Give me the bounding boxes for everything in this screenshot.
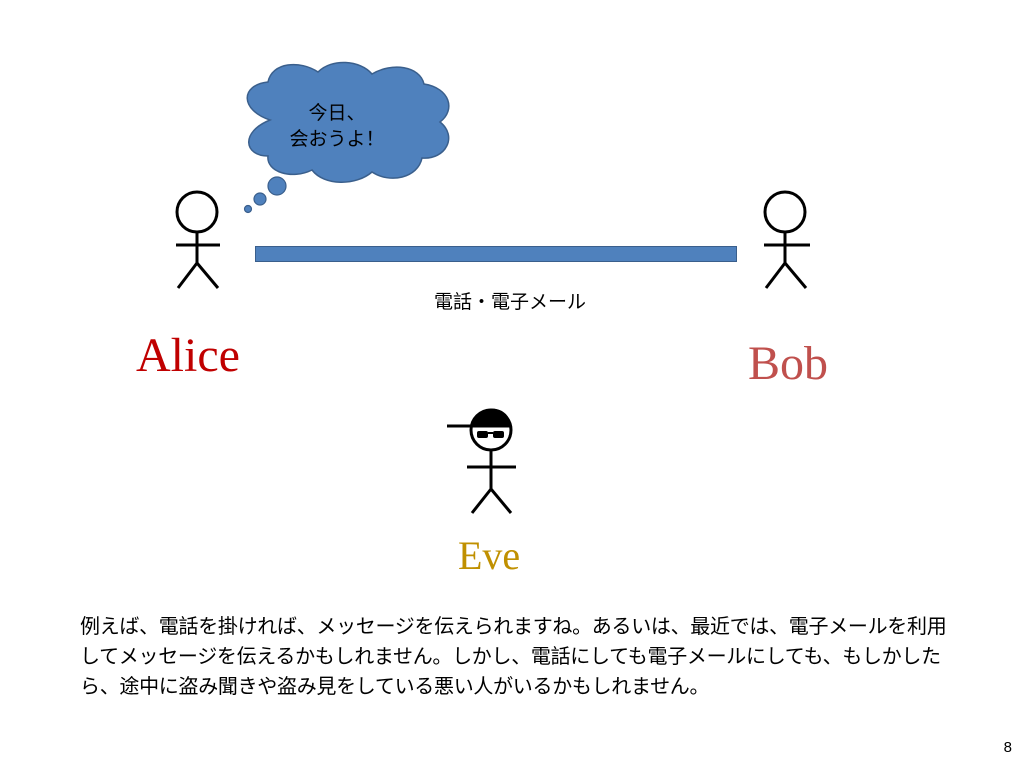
communication-channel-bar (255, 246, 737, 262)
thought-bubble-text: 今日、 会おうよ！ (262, 100, 412, 152)
thought-dot-small (243, 204, 253, 214)
channel-label: 電話・電子メール (433, 291, 586, 313)
eve-figure (447, 408, 516, 514)
bubble-text-line2: 会おうよ！ (289, 128, 385, 150)
bob-figure (763, 190, 810, 289)
bob-label: Bob (748, 337, 829, 390)
page-number: 8 (1003, 739, 1012, 756)
thought-dot-large (267, 176, 287, 196)
sunglasses-icon (477, 431, 504, 438)
thought-dot-medium (253, 192, 267, 206)
eve-label: Eve (458, 533, 521, 578)
bubble-text-line1: 今日、 (308, 102, 366, 124)
alice-figure (175, 190, 220, 289)
body-paragraph: 例えば、電話を掛ければ、メッセージを伝えられますね。あるいは、最近では、電子メー… (80, 614, 947, 698)
alice-label: Alice (136, 329, 240, 382)
thought-cloud-shape (246, 61, 450, 183)
